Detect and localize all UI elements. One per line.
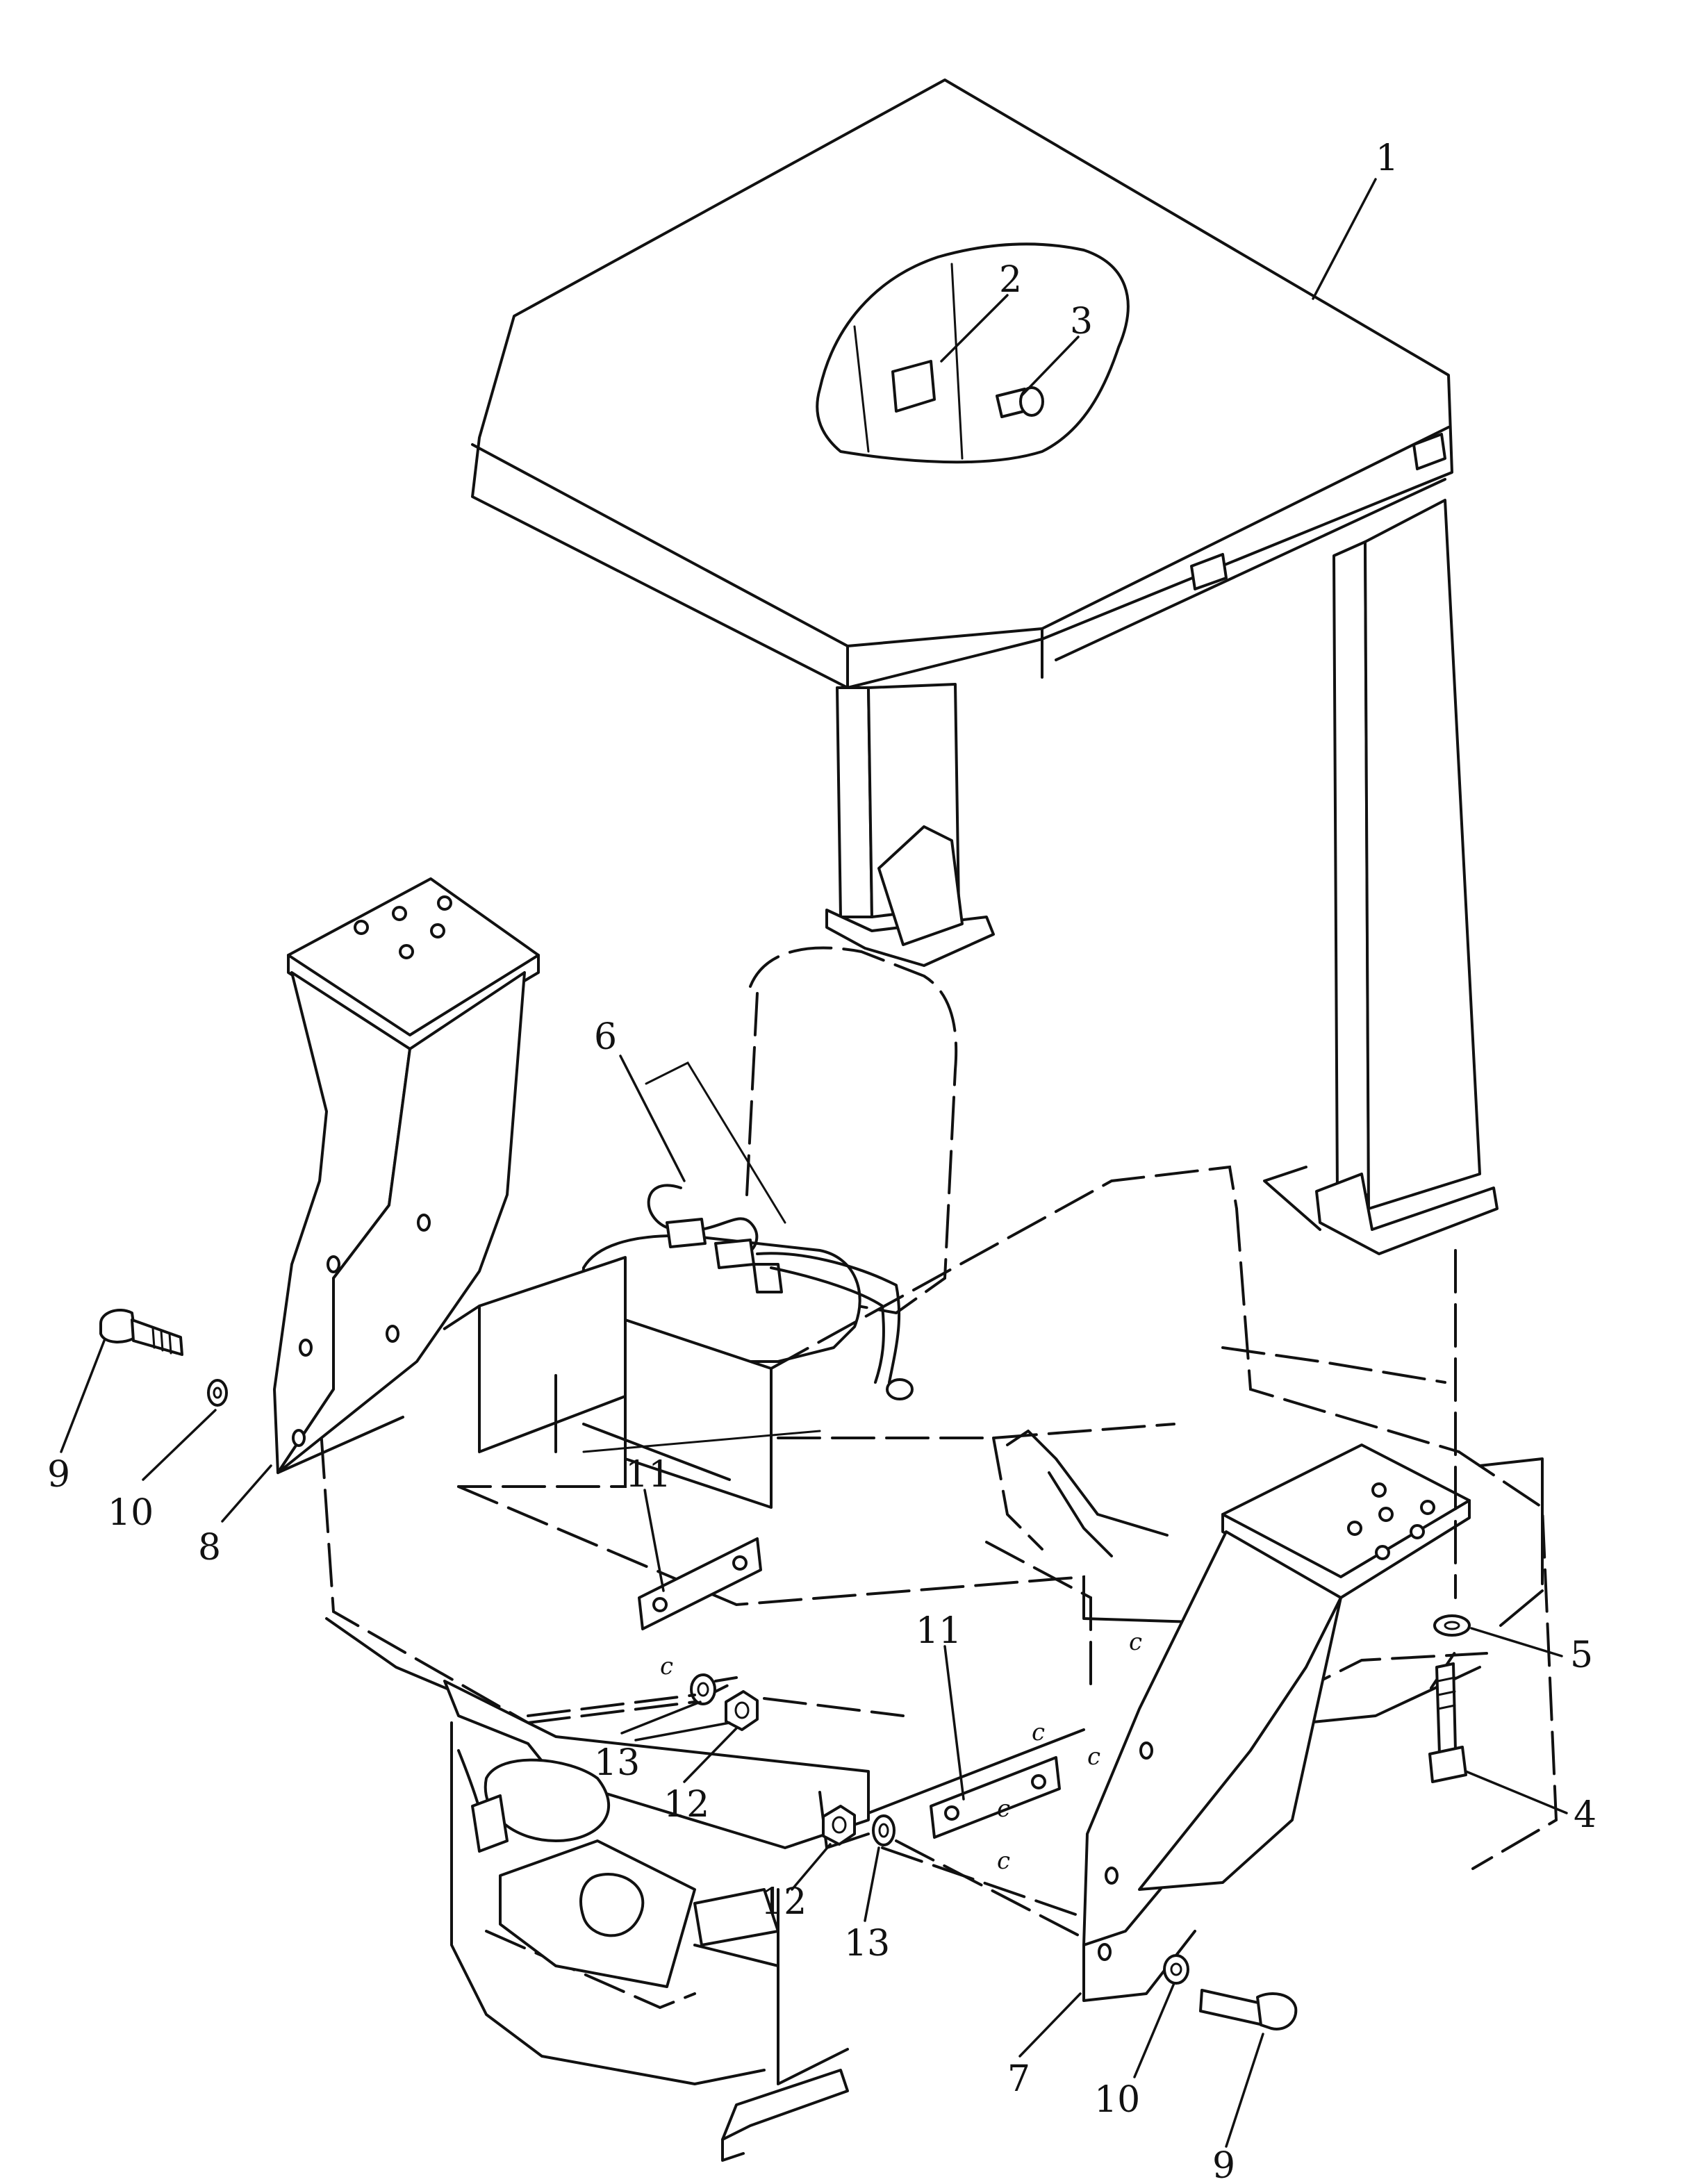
callout-3: 3	[1070, 301, 1093, 342]
mount-plate	[891, 360, 936, 413]
washer-left	[207, 1379, 228, 1407]
callout-1: 1	[1376, 138, 1398, 179]
bolt-left	[99, 1309, 183, 1356]
c-mark: c	[1032, 1719, 1045, 1746]
bolt-right	[1199, 1989, 1298, 2030]
callout-11-right: 11	[916, 1610, 962, 1652]
callout-9-right: 9	[1212, 2145, 1235, 2184]
callout-13-upper: 13	[594, 1742, 640, 1784]
callout-5: 5	[1570, 1635, 1593, 1676]
callout-4: 4	[1574, 1794, 1596, 1836]
operator-seat	[478, 946, 958, 1509]
leader-lines	[60, 178, 1568, 2148]
bracket-right	[1082, 1443, 1471, 2002]
c-mark: c	[660, 1653, 673, 1680]
washer-13-upper	[690, 1673, 716, 1705]
callout-12-lower: 12	[761, 1881, 807, 1923]
strap-right	[930, 1756, 1061, 1839]
washer-13-lower	[872, 1814, 896, 1846]
bracket-left	[273, 877, 540, 1474]
callout-7: 7	[1007, 2058, 1030, 2100]
callout-13-lower: 13	[844, 1923, 890, 1964]
callout-12-upper: 12	[663, 1784, 709, 1826]
callout-2: 2	[999, 259, 1022, 301]
callout-10-right: 10	[1094, 2079, 1140, 2121]
alignment-lines	[527, 1249, 1457, 1939]
canopy-roof	[471, 78, 1453, 689]
canopy-posts	[825, 499, 1499, 1255]
washer-right	[1163, 1954, 1189, 1985]
c-mark: c	[1087, 1743, 1100, 1771]
washer-5	[1433, 1614, 1471, 1637]
callout-9-left: 9	[47, 1454, 70, 1496]
callout-labels: 1 2 3 6 9 10 8 11 11 13 12 12 13 5 4 7 1…	[47, 138, 1596, 2184]
callout-10-left: 10	[108, 1492, 154, 1534]
c-mark: c	[1129, 1628, 1142, 1656]
connection-marks: c c c c c c	[660, 1628, 1142, 1875]
bolt-4	[1428, 1662, 1467, 1783]
nut-12-upper	[725, 1690, 759, 1731]
machine-frame	[317, 1165, 1558, 2162]
c-mark: c	[997, 1847, 1010, 1875]
callout-8: 8	[198, 1527, 221, 1569]
c-mark: c	[997, 1795, 1010, 1823]
strap-left	[638, 1537, 762, 1630]
callout-11-left: 11	[625, 1454, 671, 1496]
callout-6: 6	[594, 1016, 617, 1058]
nut-12-lower	[822, 1805, 856, 1846]
